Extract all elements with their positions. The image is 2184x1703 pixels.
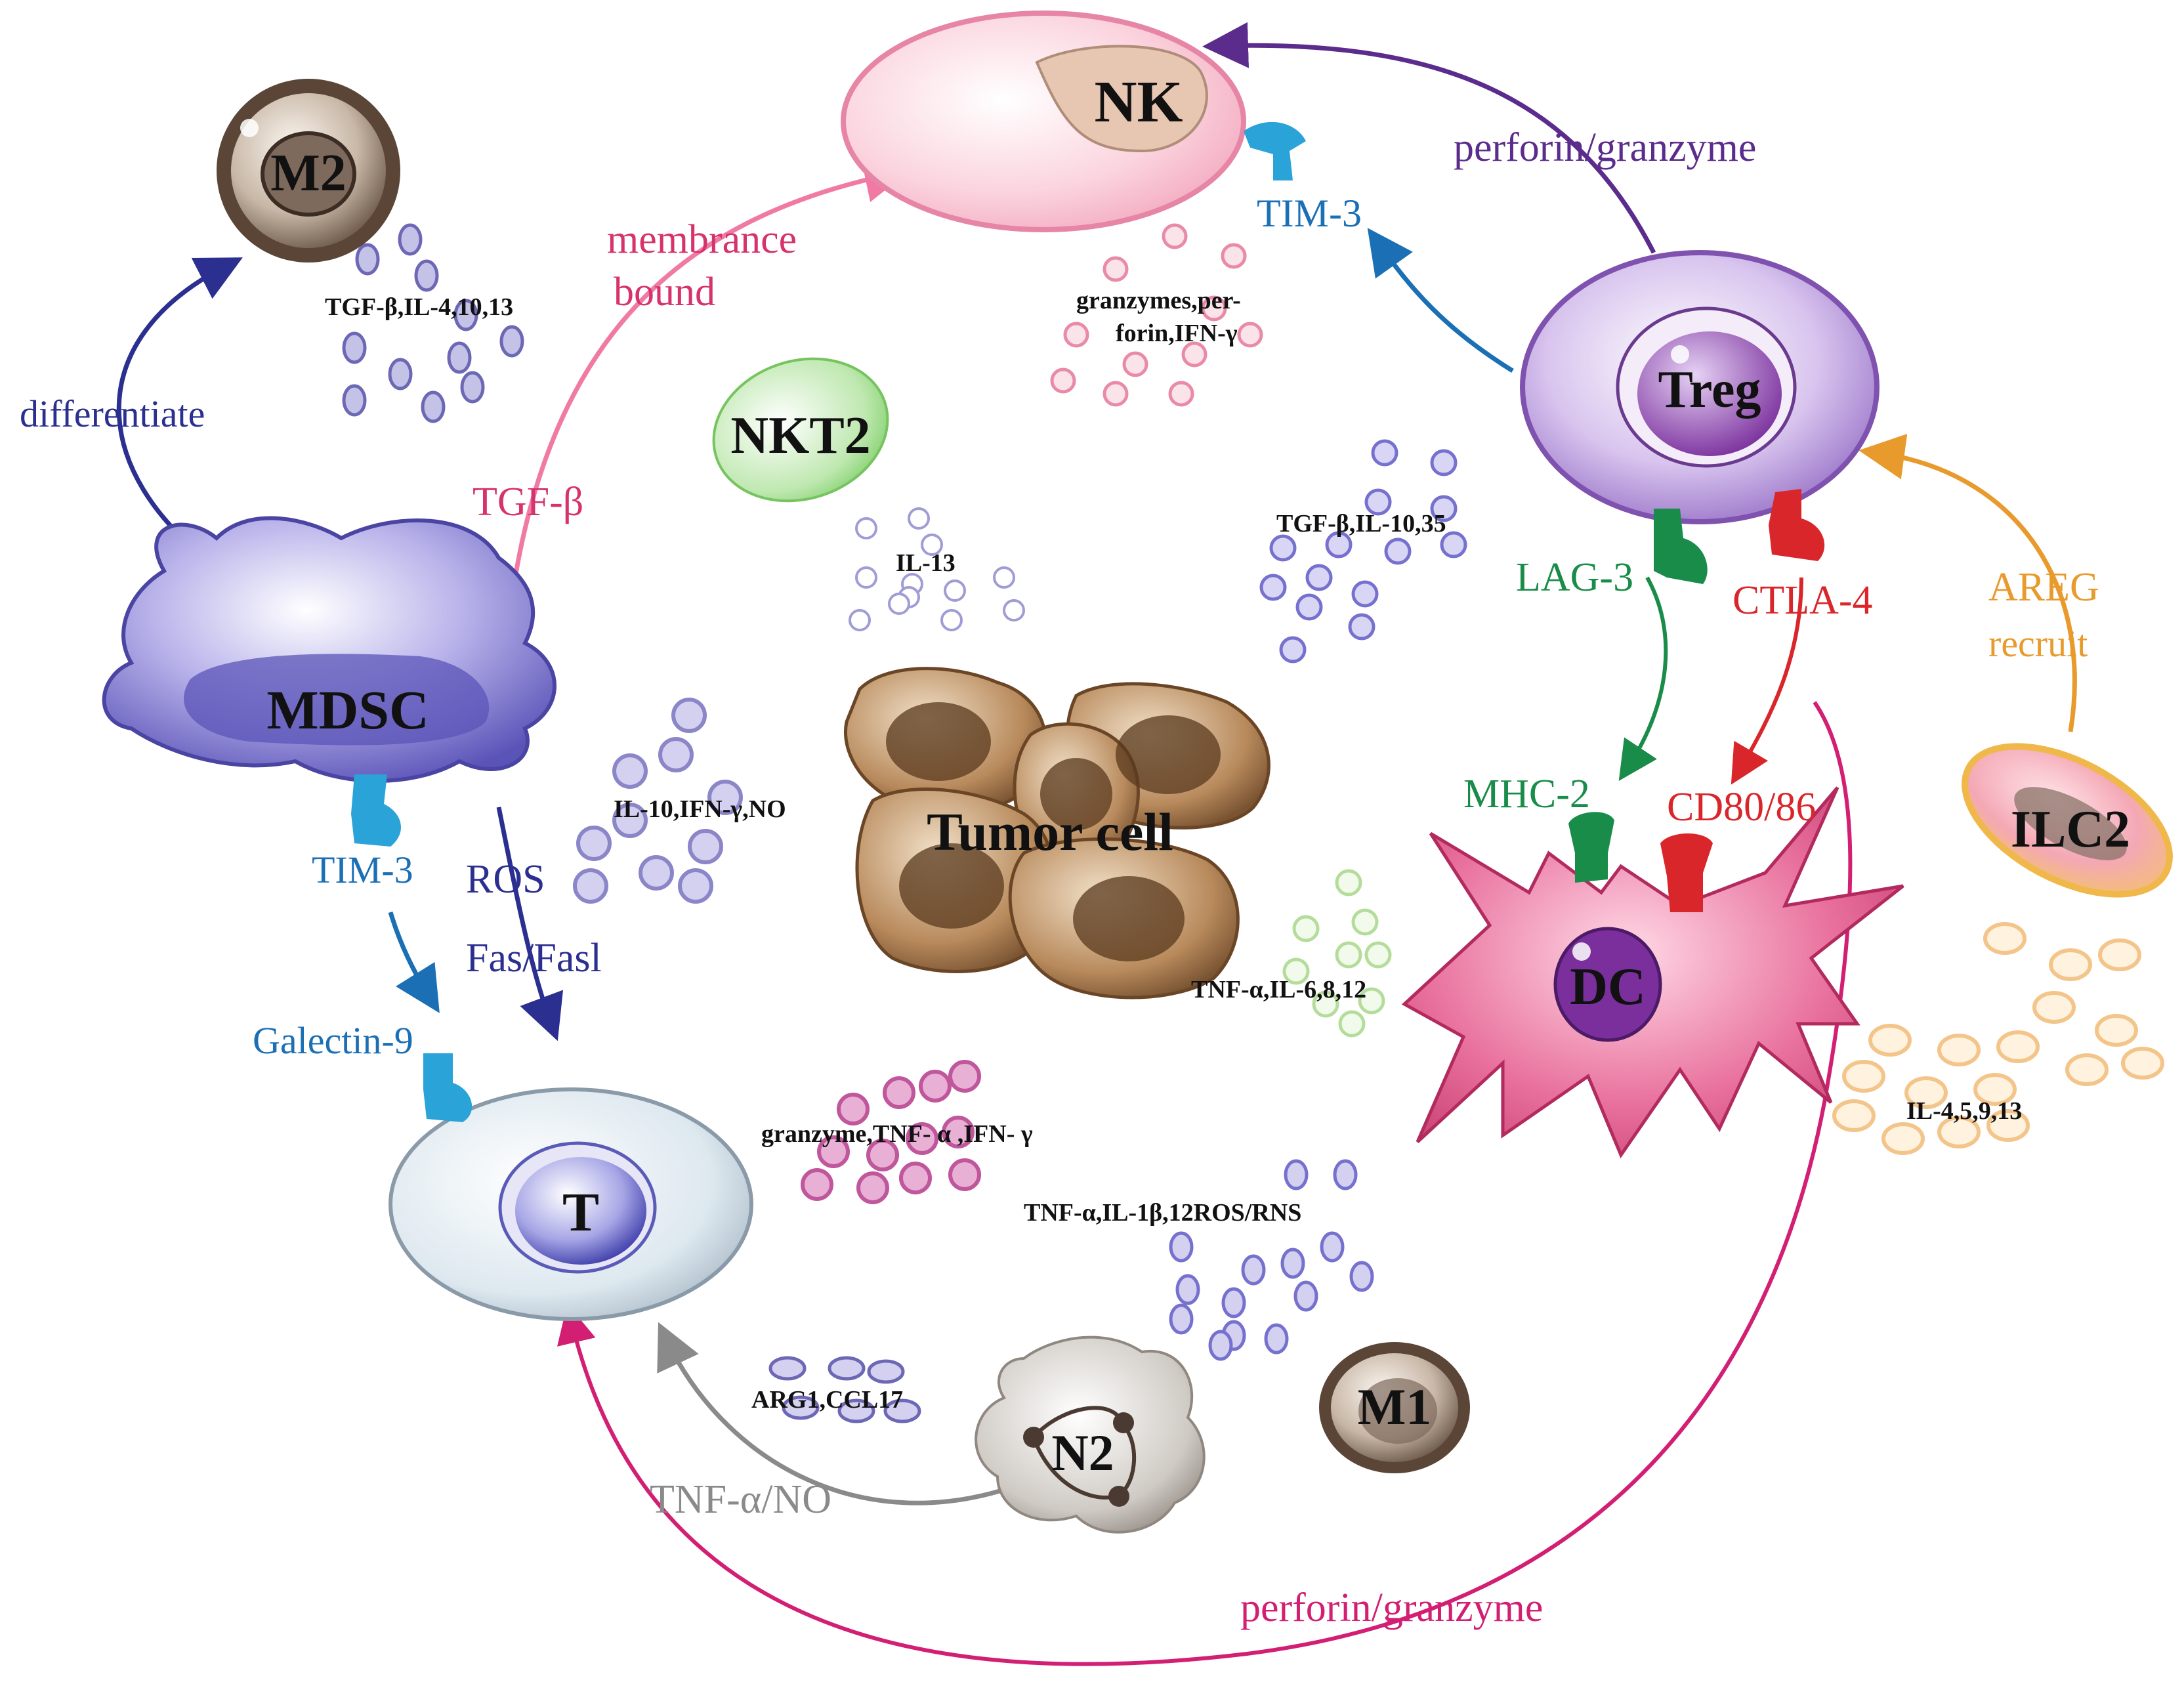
ilc2-vesicles (1832, 922, 2164, 1155)
mdsc-secretion-label: IL-10,IFN-γ,NO (614, 795, 786, 823)
nk-tim3-receptor (1244, 121, 1306, 180)
m1-vesicles (1169, 1159, 1374, 1361)
tumor-cell-label: Tumor cell (927, 802, 1173, 862)
mdsc-vesicles (573, 698, 743, 904)
areg-label-2: recruit (1988, 622, 2088, 665)
arrow-ctla4-to-cd80 (1731, 577, 1803, 785)
nkt2-secretion-label: IL-13 (896, 549, 956, 577)
mdsc-tim3-receptor (351, 774, 402, 847)
m1-label: M1 (1358, 1378, 1432, 1435)
n2-secretion-label: ARG1,CCL17 (751, 1386, 903, 1414)
tumor-cell-cluster: Tumor cell (844, 667, 1270, 999)
ilc2-label: ILC2 (2011, 801, 2130, 858)
ctla4-label: CTLA-4 (1732, 578, 1873, 623)
n2-cell: N2 (975, 1335, 1206, 1534)
treg-secretion-label: TGF-β,IL-10,35 (1276, 510, 1446, 537)
nk-tim3-label: TIM-3 (1257, 192, 1362, 235)
mdsc-label: MDSC (266, 680, 429, 741)
arrow-tim3-to-galectin (388, 911, 440, 1013)
dc-cell: DC (1401, 786, 1904, 1159)
ilc2-cell: ILC2 (1962, 743, 2173, 898)
m2-secretion-label: TGF-β,IL-4,10,13 (325, 293, 513, 321)
arrow-mdsc-ros-to-t (496, 807, 564, 1041)
arrow-mdsc-to-m2 (116, 257, 243, 566)
treg-vesicles (1259, 439, 1467, 663)
tgf-beta-label: TGF-β (472, 480, 583, 524)
mdsc-cell: MDSC (102, 516, 556, 783)
arrow-treg-to-tim3 (1367, 228, 1514, 373)
t-vesicles (801, 1060, 981, 1204)
nk-label: NK (1095, 70, 1183, 135)
ros-label: ROS (466, 857, 545, 902)
membrane-bound-label-2: bound (614, 270, 715, 314)
nkt2-vesicles (849, 507, 1025, 631)
arrow-n2-to-t (657, 1322, 1005, 1505)
mhc2-label: MHC-2 (1463, 772, 1590, 816)
treg-cell: Treg (1520, 250, 1880, 524)
m2-vesicles (342, 223, 524, 423)
m1-secretion-label: TNF-α,IL-1β,12ROS/RNS (1024, 1199, 1301, 1227)
differentiate-label: differentiate (20, 392, 205, 435)
cd80-receptor (1660, 833, 1713, 912)
nkt2-label: NKT2 (730, 407, 870, 465)
m2-cell: M2 (217, 79, 400, 263)
n2-label: N2 (1051, 1424, 1114, 1481)
ilc2-secretion-label: IL-4,5,9,13 (1906, 1097, 2022, 1125)
nk-cell: NK (841, 11, 1246, 232)
treg-nk-perforin-label: perforin/granzyme (1454, 125, 1756, 170)
arrow-lag3-to-mhc2 (1618, 576, 1668, 781)
arrow-treg-to-nk (1202, 22, 1656, 254)
lag3-label: LAG-3 (1516, 555, 1633, 600)
dc-vesicles (1282, 869, 1392, 1038)
treg-label: Treg (1658, 361, 1761, 419)
mdsc-tim3-label: TIM-3 (312, 849, 413, 891)
membrane-bound-label-1: membrance (607, 217, 797, 262)
galectin9-receptor (423, 1053, 472, 1122)
t-secretion-label: granzyme,TNF- α ,IFN- γ (761, 1120, 1033, 1148)
ctla4-receptor (1769, 489, 1825, 561)
nk-secretion-label-1: granzymes,per- (1076, 287, 1241, 314)
t-label: T (562, 1182, 599, 1243)
nk-vesicles (1050, 223, 1263, 407)
dc-secretion-label: TNF-α,IL-6,8,12 (1191, 976, 1366, 1003)
arrow-mdsc-to-nk (513, 157, 911, 578)
mhc2-receptor (1568, 812, 1614, 883)
areg-label-1: AREG (1988, 565, 2099, 610)
n2-vesicles (768, 1356, 921, 1423)
treg-t-perforin-label: perforin/granzyme (1240, 1586, 1543, 1630)
dc-label: DC (1570, 958, 1646, 1016)
tnf-no-label: TNF-α/NO (650, 1477, 831, 1522)
galectin9-label: Galectin-9 (253, 1019, 413, 1062)
nkt2-cell: NKT2 (712, 357, 889, 503)
m1-cell: M1 (1319, 1342, 1470, 1473)
lag3-receptor (1654, 509, 1708, 584)
cd80-label: CD80/86 (1667, 785, 1816, 830)
fas-fasl-label: Fas/Fasl (466, 936, 602, 980)
arrow-ilc2-to-treg (1858, 434, 2077, 732)
t-cell: T (388, 1087, 753, 1321)
nk-secretion-label-2: forin,IFN-γ (1116, 320, 1238, 347)
m2-label: M2 (270, 144, 346, 202)
